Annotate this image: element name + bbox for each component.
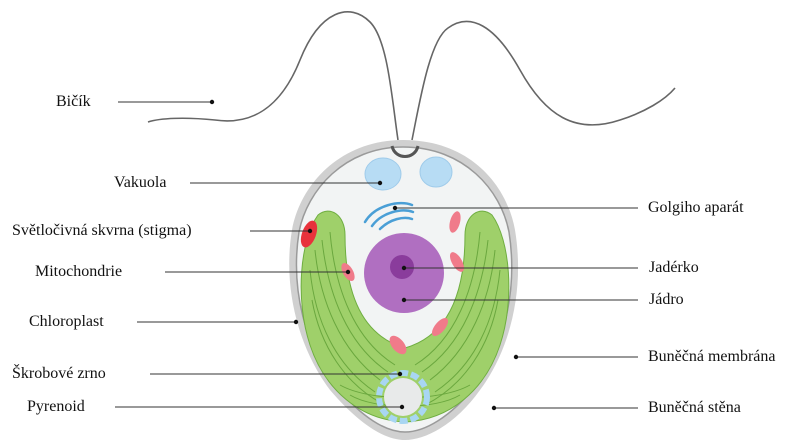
- flagellum-left: [148, 12, 398, 140]
- label-golgi: Golgiho aparát: [648, 199, 744, 217]
- label-cell-wall: Buněčná stěna: [648, 399, 741, 417]
- label-flagellum: Bičík: [56, 93, 91, 111]
- label-pyrenoid: Pyrenoid: [27, 398, 85, 416]
- flagellum-right: [412, 21, 675, 140]
- pyrenoid: [384, 378, 422, 416]
- nucleolus: [390, 255, 414, 279]
- label-chloroplast: Chloroplast: [29, 313, 104, 331]
- label-nucleolus: Jadérko: [649, 259, 699, 277]
- label-nucleus: Jádro: [649, 291, 684, 309]
- label-starch-grain: Škrobové zrno: [12, 365, 106, 383]
- vacuole-right: [420, 157, 452, 187]
- vacuole-left: [365, 158, 401, 190]
- label-stigma: Světločivná skvrna (stigma): [12, 222, 192, 240]
- label-mitochondria: Mitochondrie: [35, 263, 122, 281]
- label-cell-membrane: Buněčná membrána: [648, 348, 776, 366]
- label-vacuole: Vakuola: [114, 174, 166, 192]
